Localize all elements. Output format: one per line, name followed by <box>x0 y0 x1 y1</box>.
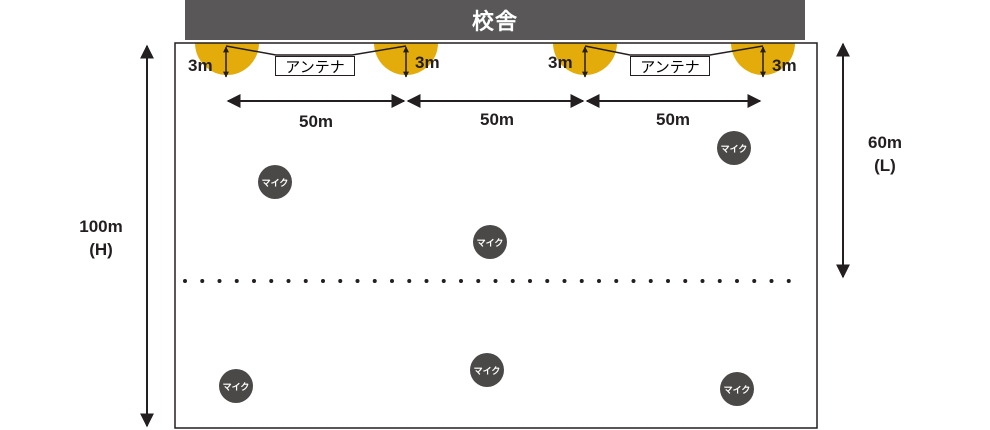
building-label: 校舎 <box>471 9 518 34</box>
antenna-label-box: アンテナ <box>630 56 710 76</box>
mic-label: マイク <box>473 365 501 376</box>
radius-label: 3m <box>188 56 213 75</box>
length-dimension: 60m (L) <box>868 132 902 178</box>
antenna-label: アンテナ <box>285 58 345 76</box>
height-label: 100m <box>79 217 123 236</box>
building-banner: 校舎 <box>185 0 805 40</box>
radius-label: 3m <box>415 53 440 72</box>
radius-label: 3m <box>772 56 797 75</box>
height-symbol: (H) <box>89 239 113 259</box>
mic-label: マイク <box>723 384 751 395</box>
antenna-label-box: アンテナ <box>275 56 355 76</box>
height-dimension: 100m (H) <box>79 216 122 262</box>
mic-label: マイク <box>476 237 504 248</box>
microphone: マイク <box>720 372 754 406</box>
length-symbol: (L) <box>874 155 896 175</box>
mic-label: マイク <box>222 381 250 392</box>
antenna-label: アンテナ <box>640 58 700 76</box>
antenna-cable-left <box>225 45 407 56</box>
microphone: マイク <box>473 225 507 259</box>
mic-label: マイク <box>261 177 289 188</box>
field-outline <box>174 42 818 429</box>
radius-label: 3m <box>548 53 573 72</box>
spacing-label: 50m <box>298 112 334 131</box>
mic-label: マイク <box>720 143 748 154</box>
microphone: マイク <box>717 131 751 165</box>
microphone: マイク <box>258 165 292 199</box>
microphone: マイク <box>470 353 504 387</box>
spacing-label: 50m <box>479 110 515 129</box>
length-label: 60m <box>867 133 903 152</box>
microphone: マイク <box>219 369 253 403</box>
antenna-cable-right <box>584 45 764 56</box>
spacing-label: 50m <box>655 110 691 129</box>
